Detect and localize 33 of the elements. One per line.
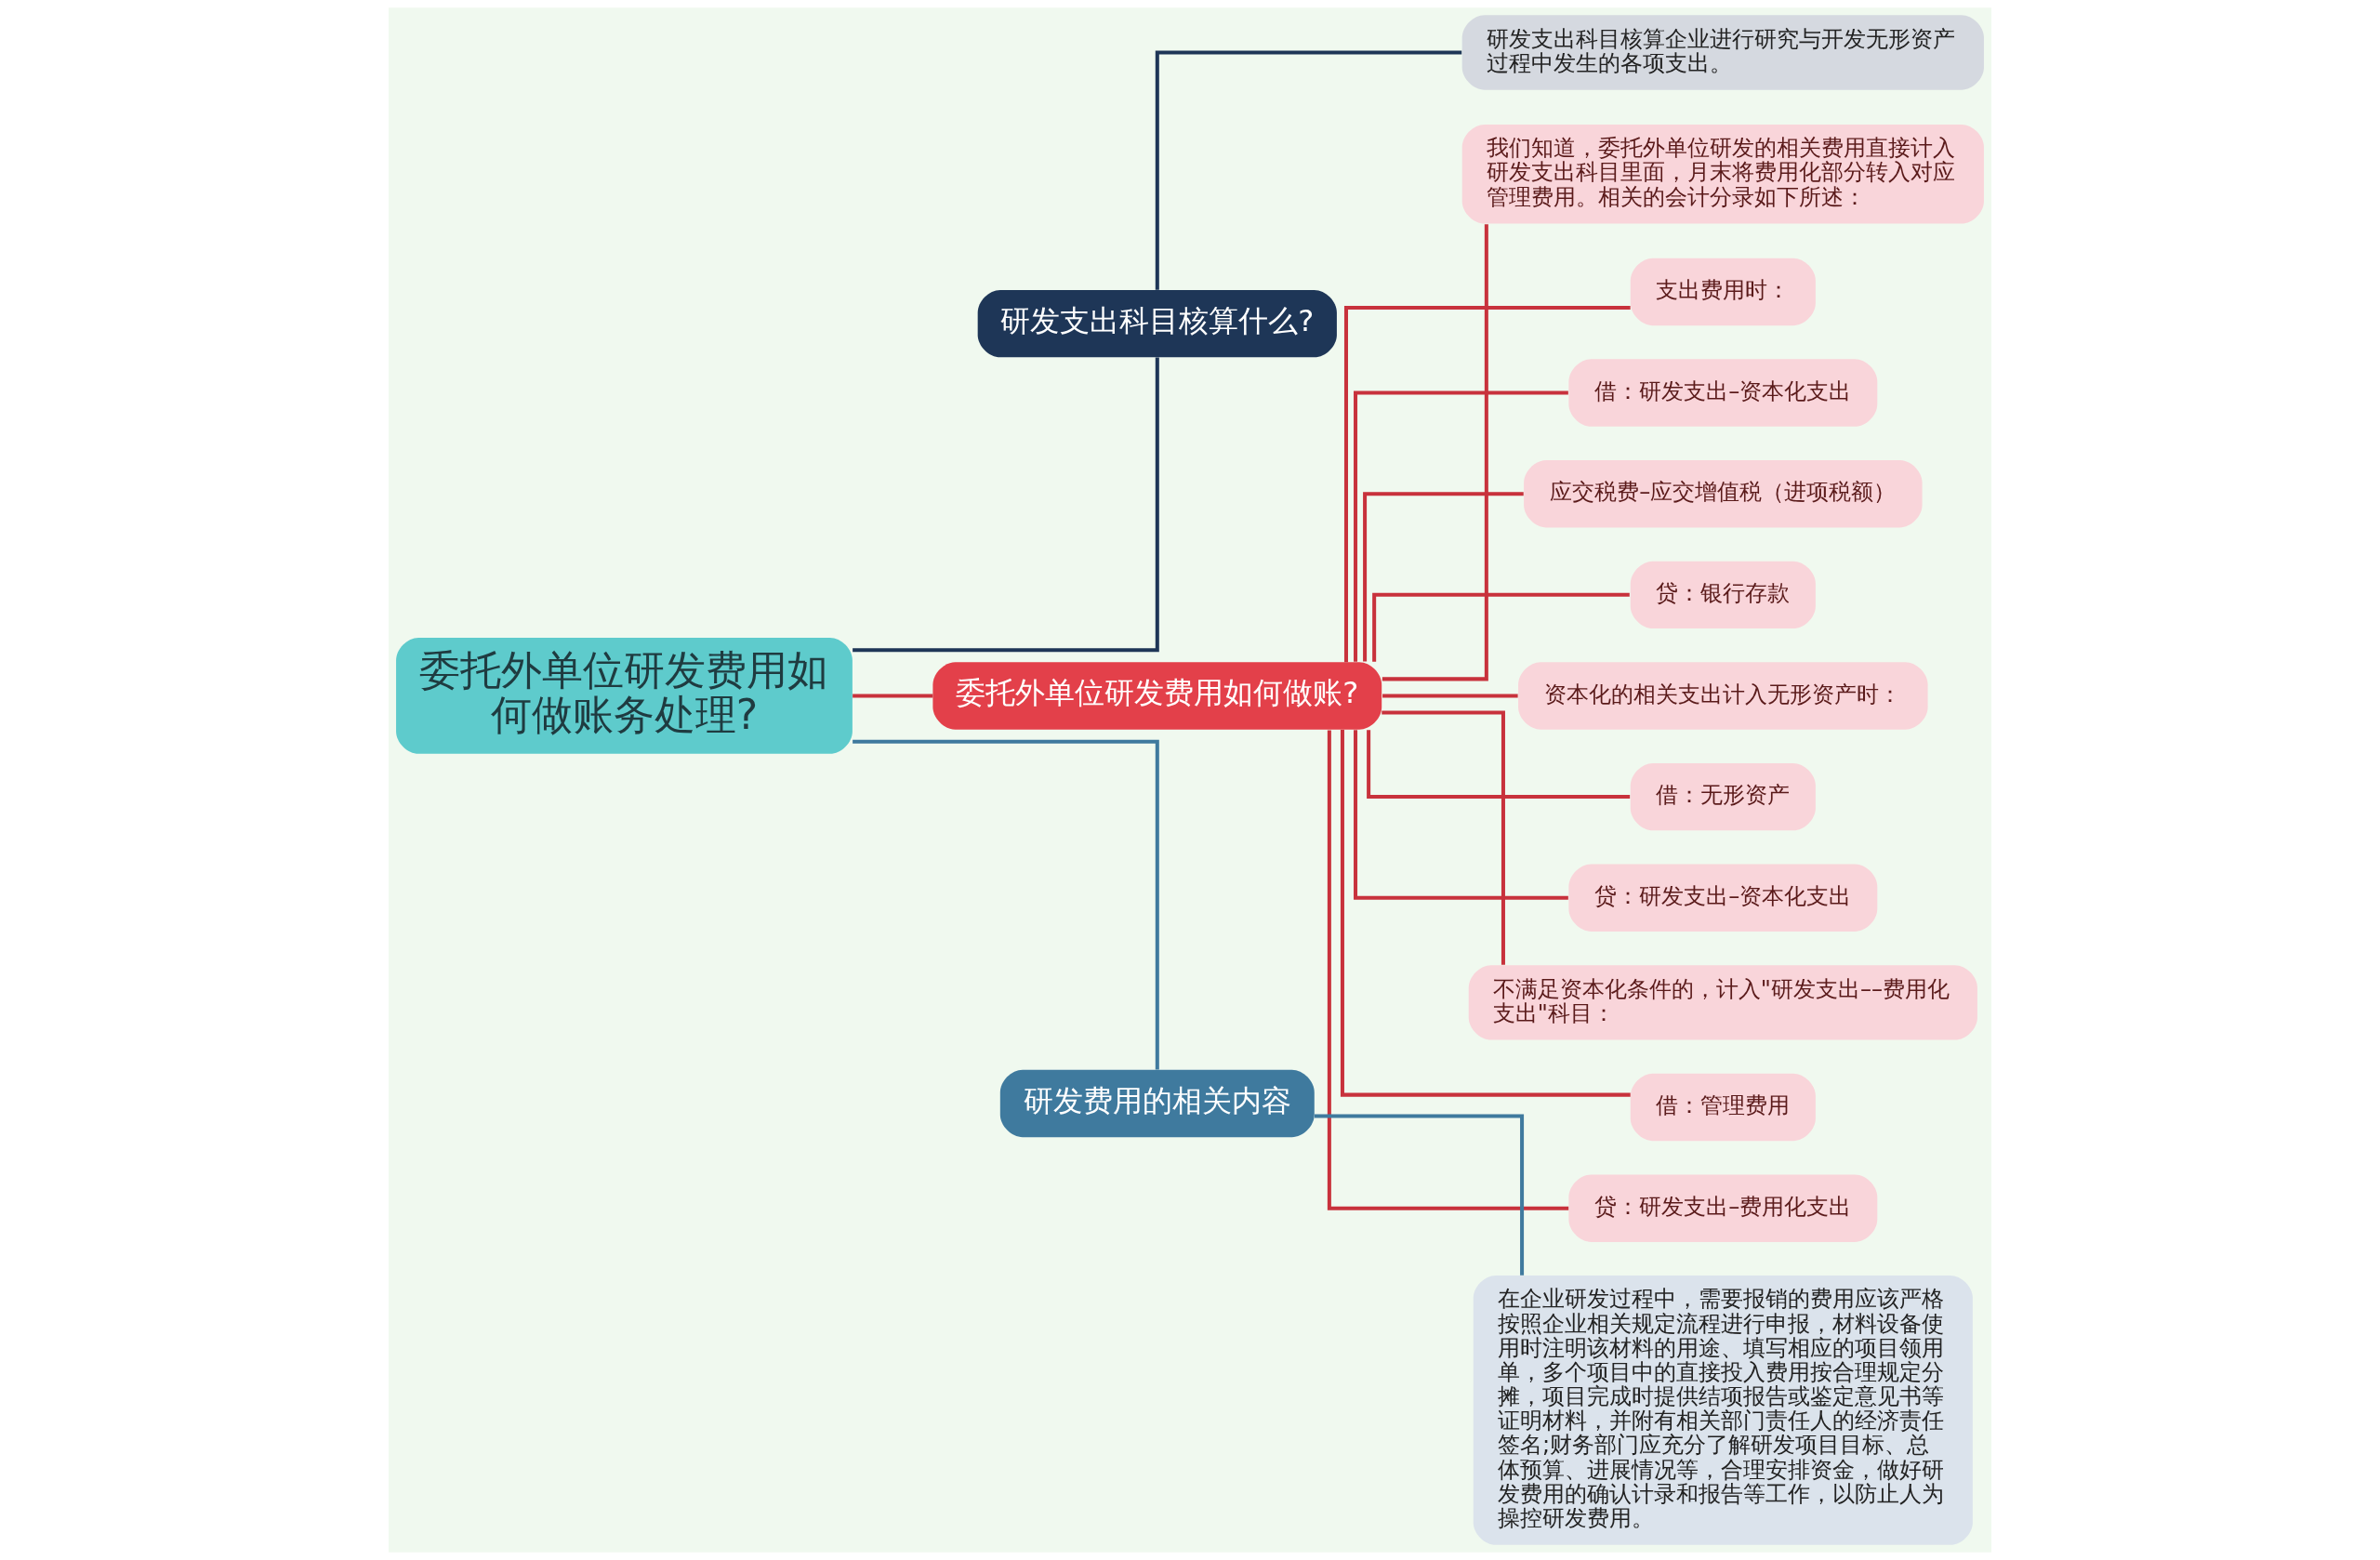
connector — [1155, 50, 1462, 290]
node-box: 贷：研发支出–资本化支出 — [1568, 864, 1878, 932]
connector — [1340, 730, 1631, 1097]
connector — [853, 739, 1159, 1070]
connector — [853, 357, 1159, 653]
node-box: 不满足资本化条件的，计入"研发支出––费用化支出"科目： — [1468, 965, 1977, 1040]
node-box: 研发支出科目核算什么? — [977, 289, 1337, 358]
connector — [1382, 710, 1505, 965]
connector — [1354, 730, 1568, 900]
node-box: 应交税费–应交增值税（进项税额） — [1524, 460, 1923, 528]
connector — [1315, 1114, 1525, 1276]
node-box: 贷：银行存款 — [1630, 561, 1816, 629]
connector — [1354, 390, 1568, 662]
node-box: 贷：研发支出–费用化支出 — [1568, 1174, 1878, 1242]
node-box: 在企业研发过程中，需要报销的费用应该严格按照企业相关规定流程进行申报，材料设备使用时注明该材料的用途、填写相应的项目领用单，多个项目中的直接投入费用按合理规定分摊，项目完成时提供结项报告或鉴定意见书等证明材料，并附有相关部门责任人的经济责任签名;财务部门应充分了解研发项目目标、总体预算、进展情况等，合理安排资金，做好研发费用的确认计录和报告等工作，以防止人为操控研发费用。 — [1473, 1276, 1973, 1545]
connector — [1382, 224, 1488, 681]
node-box: 支出费用时： — [1630, 258, 1816, 326]
connector — [1372, 592, 1630, 662]
connector — [1363, 492, 1524, 662]
node-box: 研发支出科目核算企业进行研究与开发无形资产过程中发生的各项支出。 — [1461, 15, 1984, 90]
connector — [853, 694, 933, 698]
node-box: 资本化的相关支出计入无形资产时： — [1518, 662, 1928, 730]
connector — [1367, 730, 1631, 800]
connector — [1343, 306, 1631, 663]
node-box: 委托外单位研发费用如何做账务处理? — [396, 638, 853, 754]
connector — [1382, 694, 1518, 698]
node-box: 借：无形资产 — [1630, 762, 1816, 831]
node-box: 委托外单位研发费用如何做账? — [932, 662, 1382, 730]
node-box: 借：研发支出–资本化支出 — [1568, 359, 1878, 427]
connector — [1327, 730, 1569, 1210]
node-box: 借：管理费用 — [1630, 1073, 1816, 1142]
node-box: 我们知道，委托外单位研发的相关费用直接计入研发支出科目里面，月末将费用化部分转入对应管理费用。相关的会计分录如下所述： — [1461, 124, 1984, 224]
node-box: 研发费用的相关内容 — [999, 1069, 1315, 1138]
